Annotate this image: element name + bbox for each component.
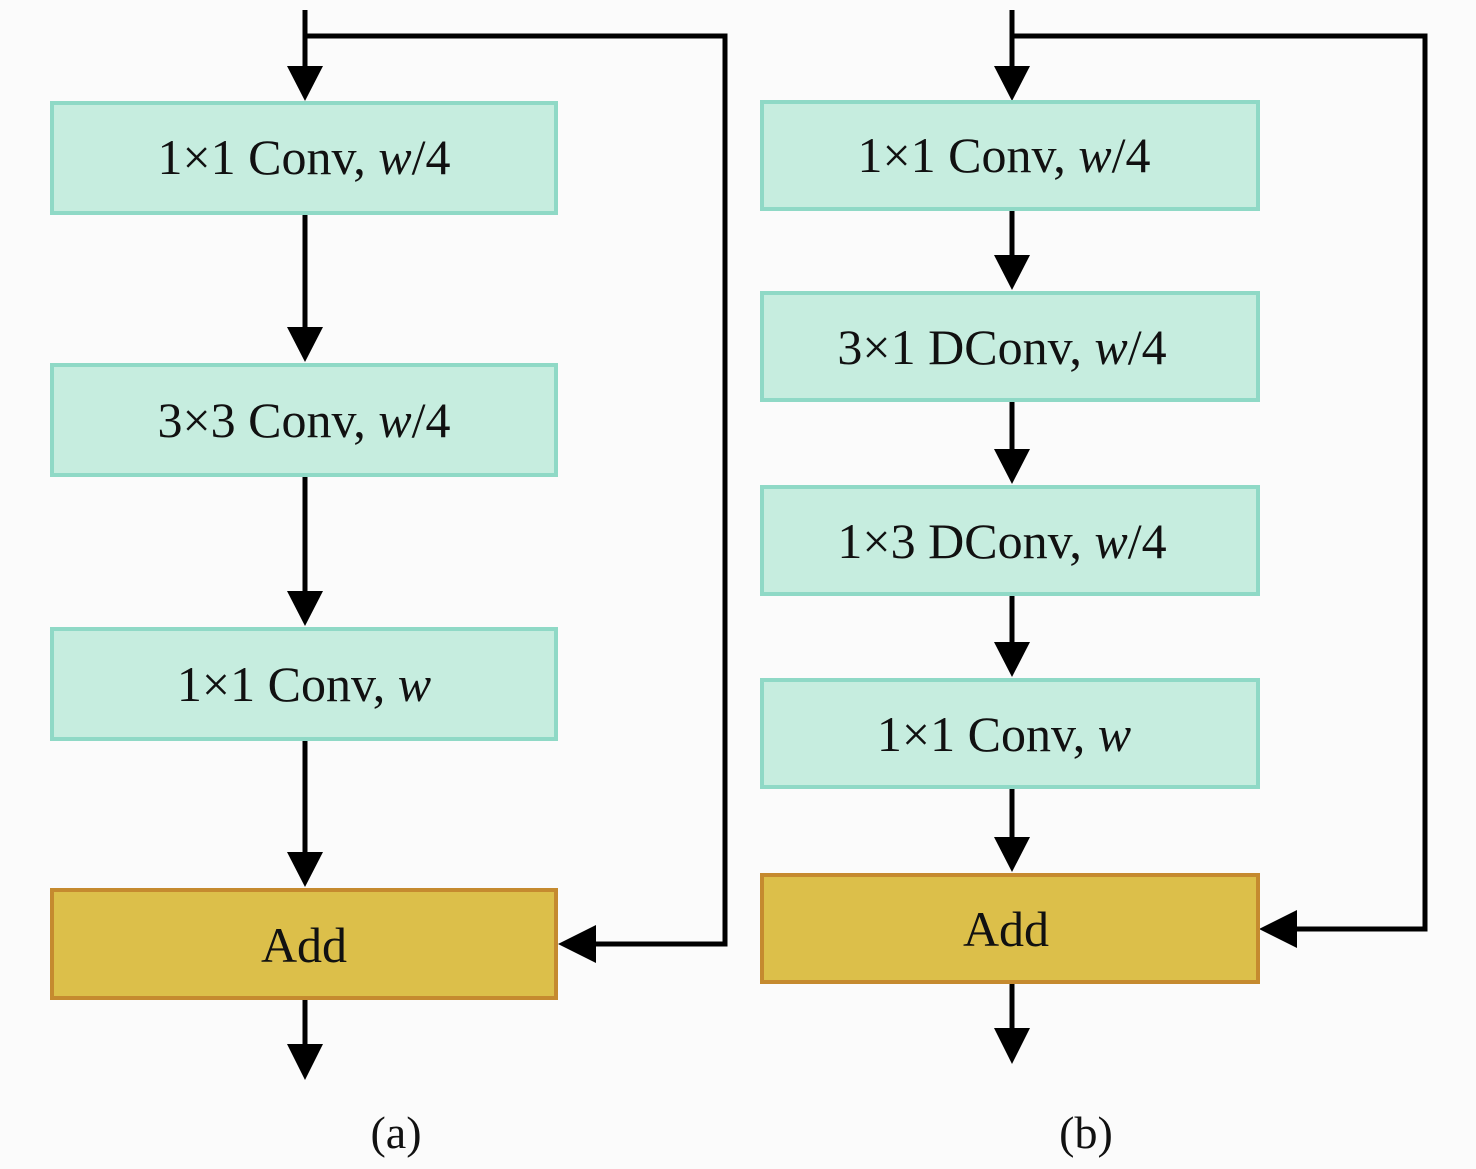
b-arrowhead-3-4 — [994, 642, 1030, 677]
b-block-1-label: 1×1 Conv, w/4 — [857, 127, 1150, 183]
a-add-block — [50, 888, 558, 1000]
a-skip-connection — [305, 33, 728, 947]
b-block-1 — [760, 100, 1260, 211]
b-skip-arrowhead — [1259, 910, 1297, 948]
b-add-label: Add — [963, 901, 1049, 957]
b-block-4 — [760, 678, 1260, 789]
b-arrowhead-1-2 — [994, 255, 1030, 290]
a-skip-arrowhead — [558, 925, 596, 963]
a-arrowhead-3-add — [287, 852, 323, 887]
b-caption: (b) — [1059, 1107, 1113, 1158]
a-caption: (a) — [370, 1107, 421, 1158]
b-arrowhead-2-3 — [994, 449, 1030, 484]
a-arrowhead-1-2 — [287, 327, 323, 362]
a-block-3 — [50, 627, 558, 741]
a-block-1-label: 1×1 Conv, w/4 — [157, 129, 450, 185]
a-add-label: Add — [261, 917, 347, 973]
a-block-2-label: 3×3 Conv, w/4 — [157, 392, 450, 448]
a-input-arrowhead — [287, 66, 323, 101]
b-arrowhead-4-add — [994, 837, 1030, 872]
b-block-4-label: 1×1 Conv, w — [877, 706, 1131, 762]
a-block-1 — [50, 101, 558, 215]
b-skip-connection — [1012, 33, 1428, 932]
a-block-2 — [50, 363, 558, 477]
b-block-3-label: 1×3 DConv, w/4 — [837, 513, 1166, 569]
a-output-arrowhead — [287, 1044, 323, 1080]
diagram-b: 1×1 Conv, w/4 3×1 DConv, w/4 1×3 DConv, … — [760, 10, 1428, 1158]
b-input-arrowhead — [994, 66, 1030, 101]
a-block-3-label: 1×1 Conv, w — [177, 656, 431, 712]
a-arrowhead-2-3 — [287, 591, 323, 626]
b-add-block — [760, 873, 1260, 984]
b-block-2 — [760, 291, 1260, 402]
diagram-a: 1×1 Conv, w/4 3×3 Conv, w/4 1×1 Conv, w … — [50, 10, 728, 1158]
b-block-2-label: 3×1 DConv, w/4 — [837, 319, 1166, 375]
b-output-arrowhead — [994, 1028, 1030, 1064]
b-block-3 — [760, 485, 1260, 596]
